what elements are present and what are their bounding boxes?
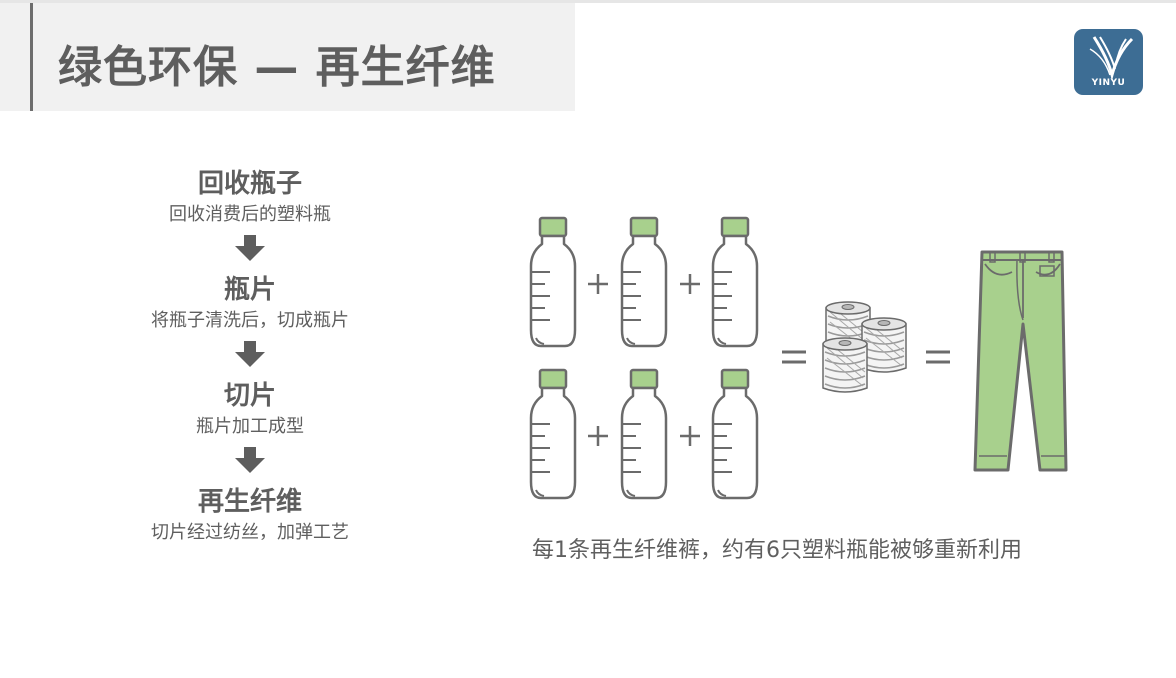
- step-title: 再生纤维: [197, 487, 302, 517]
- logo-text: YINYU: [1091, 78, 1126, 88]
- step-bottle-flakes: 瓶片 将瓶子清洗后，切成瓶片: [120, 272, 380, 332]
- step-description: 将瓶子清洗后，切成瓶片: [151, 310, 349, 331]
- logo-swoosh-icon: [1089, 36, 1134, 81]
- plus-icon: [678, 272, 702, 296]
- arrow-down-icon: [235, 235, 265, 261]
- step-title: 回收瓶子: [197, 169, 302, 199]
- illustration-caption: 每1条再生纤维裤，约有6只塑料瓶能被够重新利用: [532, 538, 1022, 563]
- bottle-icon: [620, 368, 668, 500]
- plus-icon: [678, 424, 702, 448]
- bottle-icon: [529, 216, 577, 348]
- pants-icon: [973, 250, 1068, 472]
- plus-icon: [586, 272, 610, 296]
- bottles-to-pants-illustration: [529, 216, 1068, 500]
- step-description: 切片经过纺丝，加弹工艺: [151, 522, 349, 543]
- process-flow: 回收瓶子 回收消费后的塑料瓶 瓶片 将瓶子清洗后，切成瓶片 切片 瓶片加工成型 …: [120, 166, 380, 544]
- step-recycled-fiber: 再生纤维 切片经过纺丝，加弹工艺: [120, 484, 380, 544]
- bottle-icon: [620, 216, 668, 348]
- step-title: 瓶片: [223, 275, 276, 305]
- step-chips: 切片 瓶片加工成型: [120, 378, 380, 438]
- arrow-down-icon: [235, 447, 265, 473]
- yarn-spools-icon: [822, 301, 907, 393]
- step-description: 瓶片加工成型: [196, 416, 304, 437]
- bottle-icon: [711, 216, 759, 348]
- equals-icon: [924, 350, 952, 364]
- page-title: 绿色环保 — 再生纤维: [58, 42, 496, 93]
- top-divider: [0, 0, 1176, 3]
- equals-icon: [780, 350, 808, 364]
- title-accent-bar: [30, 3, 33, 111]
- title-banner: 绿色环保 — 再生纤维: [0, 3, 575, 111]
- step-title: 切片: [223, 381, 276, 411]
- step-description: 回收消费后的塑料瓶: [169, 204, 331, 225]
- bottle-icon: [529, 368, 577, 500]
- bottle-icon: [711, 368, 759, 500]
- plus-icon: [586, 424, 610, 448]
- yinyu-logo: YINYU: [1074, 29, 1143, 95]
- step-recycle-bottles: 回收瓶子 回收消费后的塑料瓶: [120, 166, 380, 226]
- arrow-down-icon: [235, 341, 265, 367]
